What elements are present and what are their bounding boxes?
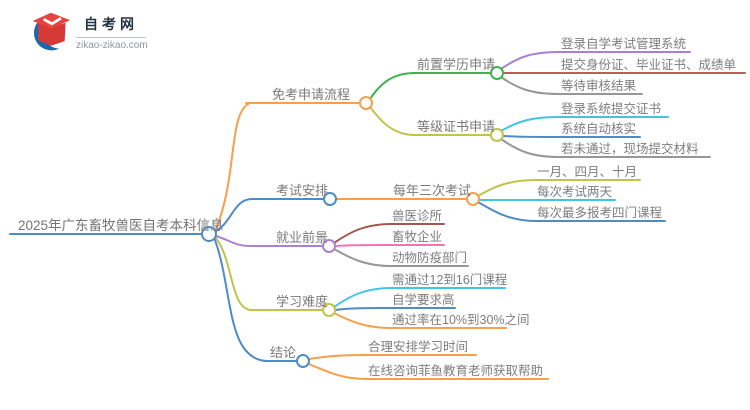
site-logo: 自考网 zikao-zikao.com [28, 10, 148, 54]
connector-prior-edu-wait [500, 76, 560, 95]
node-label-plan-time: 合理安排学习时间 [368, 339, 468, 354]
node-label-conclusion: 结论 [270, 345, 296, 360]
junction-difficulty [322, 303, 336, 317]
connector-root-difficulty [215, 237, 253, 311]
node-junctions [201, 66, 504, 368]
node-label-career: 就业前景 [276, 230, 328, 245]
junction-three-times [466, 192, 480, 206]
connector-career-clinic [333, 223, 392, 244]
connector-difficulty-selfstudy [334, 307, 392, 311]
node-label-clinic: 兽医诊所 [392, 209, 442, 223]
node-label-epidemic: 动物防疫部门 [392, 250, 467, 265]
logo-cap-body [38, 22, 66, 46]
connector-root-exam-schedule [215, 198, 253, 232]
node-label-onsite: 若未通过，现场提交材料 [561, 141, 699, 156]
graduation-cap-swoosh-icon [32, 12, 71, 51]
junction-conclusion [296, 354, 310, 368]
junction-exam-schedule [323, 192, 337, 206]
junction-career [322, 239, 336, 253]
logo-cap-mark [42, 17, 62, 26]
connector-root-career [215, 235, 253, 247]
connector-certificate-verify [502, 135, 560, 138]
connector-three-times-four-courses [477, 201, 537, 222]
node-label-difficulty: 学习难度 [276, 294, 328, 309]
connector-exemption-certificate [369, 106, 416, 136]
junction-prior-edu [490, 66, 504, 80]
node-underlines [9, 51, 746, 380]
connector-exemption-prior-edu [369, 72, 416, 100]
node-label-submit-id: 提交身份证、毕业证书、成绩单 [561, 57, 736, 72]
node-label-four-courses: 每次最多报考四门课程 [537, 205, 663, 220]
connector-root-exemption [215, 102, 251, 230]
connector-career-enterprise [334, 244, 392, 247]
junction-root [201, 226, 217, 242]
node-label-root: 2025年广东畜牧兽医自考本科信息 [18, 217, 224, 233]
connector-certificate-login [500, 116, 560, 132]
node-label-auto-verify: 系统自动核实 [561, 121, 636, 136]
node-label-passrate: 通过率在10%到30%之间 [392, 312, 530, 327]
node-label-prior-edu: 前置学历申请 [417, 57, 495, 72]
connector-root-conclusion [214, 239, 267, 362]
node-label-consult: 在线咨询菲鱼教育老师获取帮助 [368, 363, 543, 378]
connector-conclusion-consult [308, 363, 368, 380]
connector-conclusion-plan [308, 354, 368, 360]
node-label-three-times: 每年三次考试 [393, 183, 471, 198]
connectors [214, 51, 560, 380]
connector-difficulty-courses [333, 287, 392, 308]
logo-cap-top [32, 12, 71, 29]
node-label-selfstudy: 自学要求高 [392, 292, 455, 307]
connector-difficulty-passrate [333, 312, 392, 329]
node-label-wait-result: 等待审核结果 [561, 78, 637, 93]
node-label-courses: 需通过12到16门课程 [392, 272, 508, 287]
connector-three-times-months [477, 179, 537, 197]
node-label-enterprise: 畜牧企业 [392, 229, 442, 244]
node-label-certificate: 等级证书申请 [417, 119, 495, 134]
connector-career-epidemic [333, 248, 392, 267]
logo-divider [76, 36, 146, 38]
logo-title: 自考网 [84, 15, 138, 32]
connector-certificate-onsite [500, 138, 560, 158]
junction-exemption [359, 96, 373, 110]
node-labels: 2025年广东畜牧兽医自考本科信息 免考申请流程 前置学历申请 登录自学考试管理… [18, 36, 736, 378]
node-label-login-system: 登录自学考试管理系统 [561, 36, 686, 51]
node-label-months: 一月、四月、十月 [537, 165, 637, 179]
logo-domain: zikao-zikao.com [76, 39, 148, 51]
junction-certificate [490, 128, 504, 142]
node-label-exemption: 免考申请流程 [272, 87, 350, 102]
logo-text-block: 自考网 zikao-zikao.com [76, 14, 148, 51]
node-label-two-days: 每次考试两天 [537, 184, 613, 199]
node-label-exam-schedule: 考试安排 [276, 183, 328, 198]
node-label-login-cert: 登录系统提交证书 [561, 101, 661, 116]
connector-prior-edu-login [500, 51, 560, 70]
